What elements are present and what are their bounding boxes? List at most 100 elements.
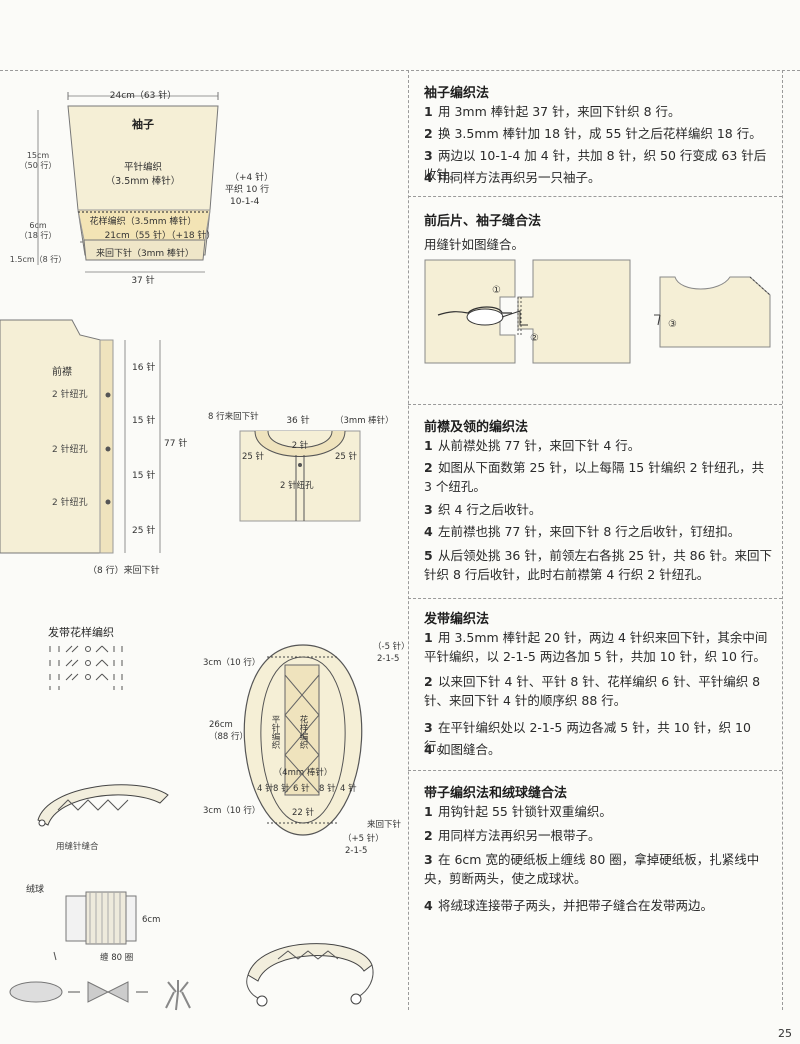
headband-chart-title: 发带花样编织 — [48, 626, 114, 639]
front-s3: 15 针 — [132, 469, 155, 481]
band-st2: 8 针 — [273, 783, 290, 794]
sleeve-bottom: 37 针 — [131, 274, 154, 286]
collar-rows: 8 行来回下针 — [208, 411, 259, 422]
sleeve-cuff: 来回下针（3mm 棒针） — [96, 247, 194, 259]
sleeve-inc-3: 10-1-4 — [230, 197, 260, 207]
divider-2 — [408, 404, 782, 405]
collar-hole: 2 针 — [292, 440, 309, 451]
sleeve-body-needle: （3.5mm 棒针） — [106, 175, 181, 187]
sleeve-title: 袖子 — [132, 117, 154, 131]
front-placket-diagram: 前襟 2 针纽孔 2 针纽孔 2 针纽孔 16 针 15 针 15 针 25 针… — [0, 319, 187, 576]
band-edge: 来回下针 — [367, 819, 402, 830]
collar-left: 25 针 — [242, 451, 265, 462]
band-needle: （4mm 棒针） — [274, 767, 333, 778]
finished-headband-sketch — [246, 943, 374, 1007]
pompom-size: 6cm — [142, 915, 160, 925]
sleeve-h1b: （50 行） — [20, 160, 57, 170]
frame-top-line — [0, 70, 800, 71]
front-bottom: （8 行）来回下针 — [88, 564, 160, 576]
sleeve-inc-1: （+4 针） — [230, 171, 273, 183]
band-pattern: 花样编织 — [298, 714, 308, 750]
band-h-bot: 3cm（10 行） — [203, 805, 260, 816]
seam-mark-1: ① — [492, 285, 501, 296]
sleeve-h3: 1.5cm（8 行） — [10, 254, 67, 264]
sleeve-h2: 6cm — [29, 221, 46, 230]
buttonhole-3 — [105, 499, 111, 505]
front-s2: 15 针 — [132, 414, 155, 426]
seam-mark-3: ③ — [668, 319, 677, 330]
sleeve-pattern: 花样编织（3.5mm 棒针） — [90, 215, 197, 227]
sleeve-inc-2: 平织 10 行 — [225, 183, 269, 195]
collar-right: 25 针 — [335, 451, 358, 462]
divider-1 — [408, 196, 782, 197]
band-h-mid: 26cm — [209, 720, 233, 730]
strap-title: 带子编织法和绒球缝合法 — [424, 786, 568, 801]
headband-diagram: （-5 针） 2-1-5 3cm（10 行） 26cm （88 行） 3cm（1… — [203, 641, 410, 856]
collar-hole-2: 2 针纽孔 — [280, 480, 314, 491]
sew-caption: 用缝针缝合 — [56, 842, 99, 852]
divider-3 — [408, 598, 782, 599]
sleeve-count: 21cm（55 针）（+18 针） — [105, 229, 216, 241]
collar-needle: （3mm 棒针） — [335, 415, 394, 426]
sleeve-instructions-title: 袖子编织法 — [424, 86, 490, 101]
band-bottom: 22 针 — [292, 807, 315, 818]
band-st3: 6 针 — [293, 783, 310, 794]
band-h-top: 3cm（10 行） — [203, 657, 260, 668]
band-st1: 4 针 — [257, 783, 274, 794]
front-btn-2: 2 针纽孔 — [52, 443, 88, 455]
seam-sweater-outline — [654, 276, 771, 348]
band-inc2: 2-1-5 — [345, 846, 367, 856]
front-s1: 16 针 — [132, 361, 155, 373]
page-number: 25 — [778, 1027, 792, 1040]
sleeve-diagram: 24cm（63 针） 袖子 平针编织 （3.5mm 棒针） （+4 针） 平织 … — [10, 89, 273, 286]
seam-text: 用缝针如图缝合。 — [424, 237, 525, 252]
sleeve-body: 平针编织 — [124, 161, 162, 173]
pompom-title: 绒球 — [26, 885, 45, 895]
buttonhole-1 — [105, 392, 111, 398]
seam-mark-2: ② — [530, 333, 539, 344]
band-st5: 4 针 — [340, 783, 357, 794]
buttonhole-2 — [105, 446, 111, 452]
sleeve-top-width: 24cm（63 针） — [110, 89, 176, 101]
seam-title: 前后片、袖子缝合法 — [424, 214, 542, 229]
band-h-mid2: （88 行） — [209, 731, 248, 742]
front-s4: 25 针 — [132, 524, 155, 536]
band-st4: 8 针 — [319, 783, 336, 794]
sewn-headband-sketch — [37, 784, 169, 827]
front-btn-1: 2 针纽孔 — [52, 388, 88, 400]
frame-right-line — [782, 70, 783, 1010]
sleeve-h2b: （18 行） — [20, 230, 57, 240]
sleeve-h1: 15cm — [27, 151, 50, 160]
collar-diagram: 8 行来回下针 36 针 （3mm 棒针） 2 针 25 针 25 针 2 针纽… — [208, 411, 394, 522]
band-top-dec2: 2-1-5 — [377, 654, 399, 664]
front-label: 前襟 — [52, 365, 72, 378]
divider-4 — [408, 770, 782, 771]
column-divider — [408, 70, 409, 1010]
collar-center: 36 针 — [286, 414, 309, 426]
band-top-dec: （-5 针） — [373, 641, 410, 652]
band-flat: 平针编织 — [270, 715, 280, 750]
headband-title: 发带编织法 — [424, 612, 490, 627]
front-total: 77 针 — [164, 437, 187, 449]
placket-title: 前襟及领的编织法 — [424, 420, 529, 435]
seam-right-piece — [517, 259, 631, 364]
pompom-wraps: 缠 80 圈 — [100, 952, 133, 963]
stitch-chart — [49, 645, 123, 690]
pompom-diagram: 6cm 缠 80 圈 — [9, 891, 191, 1011]
band-inc: （+5 针） — [343, 833, 384, 844]
